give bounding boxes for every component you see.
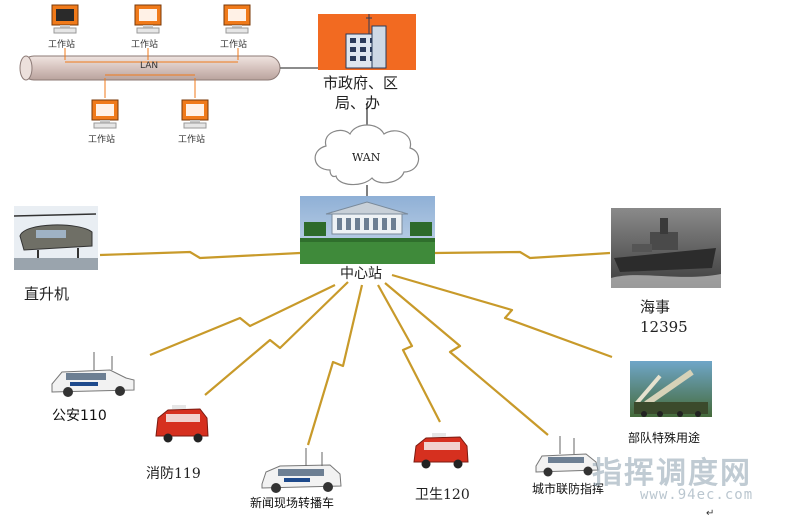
police-car-icon [51,352,135,397]
health-label: 卫生120 [415,487,470,503]
watermark-url: www.94ec.com [640,487,754,503]
news-van-label: 新闻现场转播车 [250,496,335,510]
army-label: 部队特殊用途 [628,431,701,445]
wireless-links [99,250,613,446]
link-helicopter [99,250,301,260]
fire-truck-icon [155,405,209,443]
center-station-label: 中心站 [340,266,382,282]
police-label: 公安110 [52,408,107,424]
link-police [149,284,336,357]
workstation-icon [134,4,162,34]
government-building-icon [318,14,416,70]
link-maritime [434,250,611,260]
workstation-label: 工作站 [88,135,116,145]
link-city [384,282,549,436]
command-car-icon [535,436,599,477]
lan-backbone [19,48,318,98]
workstation-label: 工作站 [48,40,76,50]
warship-icon [611,208,721,288]
ambulance-icon [413,433,469,469]
workstation-label: 工作站 [220,40,248,50]
fire-label: 消防119 [146,466,201,482]
return-mark: ↵ [706,508,714,518]
workstation-label: 工作站 [178,135,206,145]
workstation-icon [51,4,79,34]
link-army [391,273,613,359]
government-label: 市政府、区 [323,74,399,92]
center-station-image [300,196,435,264]
wan-label: WAN [352,151,381,164]
workstation-icon [181,99,209,129]
workstation-icon [91,99,119,129]
maritime-number: 12395 [640,318,688,336]
helicopter-label: 直升机 [24,285,70,303]
helicopter-icon [13,206,98,270]
workstation-label: 工作站 [131,40,159,50]
watermark-brand: 指挥调度网 [592,456,752,491]
maritime-label: 海事 [640,298,671,316]
link-fire [204,281,349,396]
link-news [306,284,364,446]
workstation-icon [223,4,251,34]
wan-cloud-icon [314,124,420,186]
lan-label: LAN [140,61,159,71]
link-health [377,284,441,423]
news-van-icon [261,448,342,493]
army-launcher-icon [630,361,712,417]
government-label-line2: 局、办 [335,94,381,112]
city-label: 城市联防指挥 [532,482,605,496]
